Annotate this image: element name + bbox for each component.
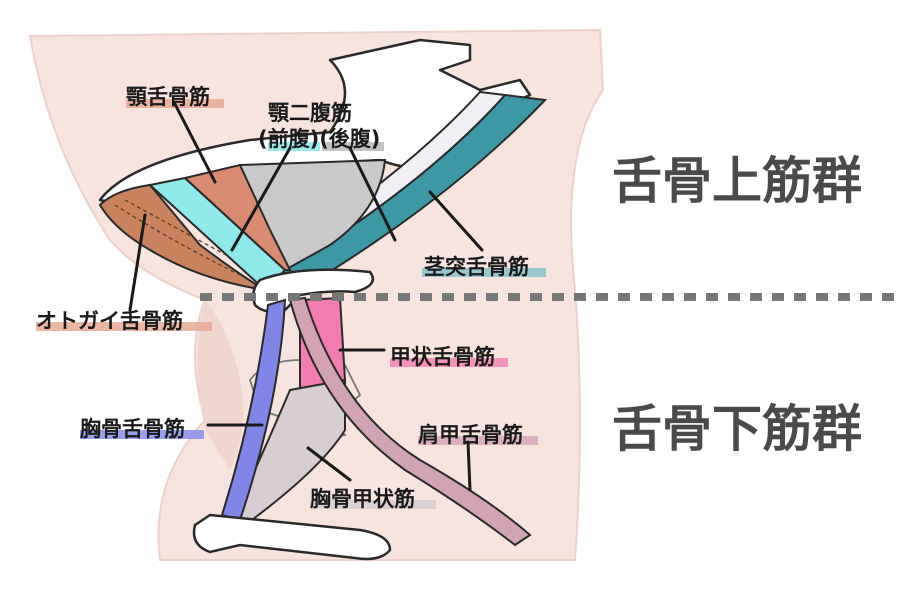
mylohyoid-muscle bbox=[182, 163, 292, 271]
neck-shadow bbox=[197, 300, 244, 470]
sternothyroid-highlight bbox=[310, 500, 436, 509]
infrahyoid-group-title: 舌骨下筋群 bbox=[612, 400, 862, 458]
thyrohyoid-highlight bbox=[390, 358, 508, 367]
thyrohyoid-label: 甲状舌骨筋 bbox=[390, 345, 495, 369]
omohyoid-highlight bbox=[418, 436, 538, 445]
digastric-anterior-highlight bbox=[268, 142, 320, 151]
stylohyoid-label: 茎突舌骨筋 bbox=[424, 255, 529, 279]
digastric-label: 顎二腹筋 bbox=[268, 101, 352, 125]
stylohyoid-highlight bbox=[422, 268, 546, 277]
sternohyoid-label: 胸骨舌骨筋 bbox=[80, 417, 185, 441]
mylohyoid-label: 顎舌骨筋 bbox=[126, 85, 210, 109]
digastric-bellies-label: (前腹)(後腹) bbox=[258, 127, 380, 151]
omohyoid-muscle bbox=[288, 296, 532, 547]
leader-lines bbox=[128, 102, 484, 492]
clavicle bbox=[192, 513, 392, 561]
digastric-posterior-highlight bbox=[322, 142, 384, 151]
suprahyoid-group-title: 舌骨上筋群 bbox=[612, 152, 862, 210]
omohyoid-label: 肩甲舌骨筋 bbox=[418, 423, 523, 447]
geniohyoid-dashes bbox=[114, 199, 251, 276]
sternohyoid-highlight bbox=[80, 430, 204, 439]
sternothyroid-label: 胸骨甲状筋 bbox=[310, 487, 415, 511]
geniohyoid-highlight bbox=[36, 322, 212, 331]
geniohyoid-label: オトガイ舌骨筋 bbox=[36, 309, 183, 333]
